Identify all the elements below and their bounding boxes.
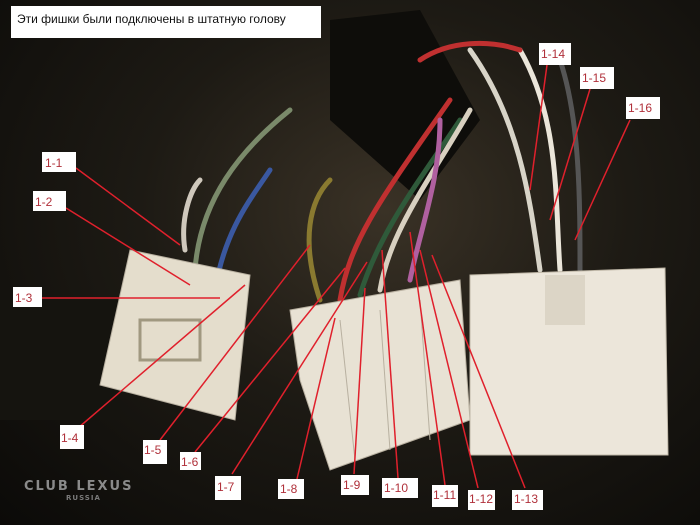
label-text: 1-11: [433, 488, 456, 502]
label-1-14: 1-14: [539, 43, 571, 65]
label-text: 1-3: [15, 291, 33, 305]
watermark-logo: CLUB LEXUS: [24, 479, 134, 494]
connector-middle: [289, 279, 471, 471]
label-text: 1-9: [343, 478, 361, 492]
label-text: 1-5: [144, 443, 162, 457]
label-text: 1-16: [628, 101, 652, 115]
label-text: 1-14: [541, 47, 565, 61]
wires: [181, 41, 583, 303]
label-1-5: 1-5: [143, 440, 167, 464]
label-1-2: 1-2: [33, 191, 66, 211]
label-1-10: 1-10: [382, 478, 418, 498]
label-1-9: 1-9: [341, 475, 369, 495]
label-text: 1-6: [181, 455, 199, 469]
label-1-7: 1-7: [215, 476, 241, 500]
label-text: 1-10: [384, 481, 408, 495]
label-1-13: 1-13: [512, 490, 543, 510]
label-1-16: 1-16: [626, 97, 660, 119]
label-text: 1-2: [35, 195, 53, 209]
label-text: 1-8: [280, 482, 298, 496]
label-text: 1-1: [45, 156, 63, 170]
label-1-6: 1-6: [180, 452, 201, 470]
caption-box: Эти фишки были подключены в штатную голо…: [11, 6, 321, 38]
label-text: 1-4: [61, 431, 79, 445]
leader-lines: [42, 64, 631, 489]
label-1-3: 1-3: [13, 287, 42, 307]
label-1-15: 1-15: [580, 67, 614, 89]
dark-harness: [330, 10, 480, 200]
label-text: 1-15: [582, 71, 606, 85]
label-1-4: 1-4: [60, 425, 84, 449]
label-1-8: 1-8: [278, 479, 304, 499]
dark-panel: [0, 300, 120, 420]
watermark-subtitle: RUSSIA: [66, 494, 101, 502]
label-1-1: 1-1: [42, 152, 76, 172]
label-text: 1-13: [514, 492, 538, 506]
connector-right: [469, 267, 669, 456]
label-1-11: 1-11: [432, 485, 458, 507]
label-text: 1-12: [469, 492, 493, 506]
label-1-12: 1-12: [468, 490, 495, 510]
label-text: 1-7: [217, 480, 235, 494]
